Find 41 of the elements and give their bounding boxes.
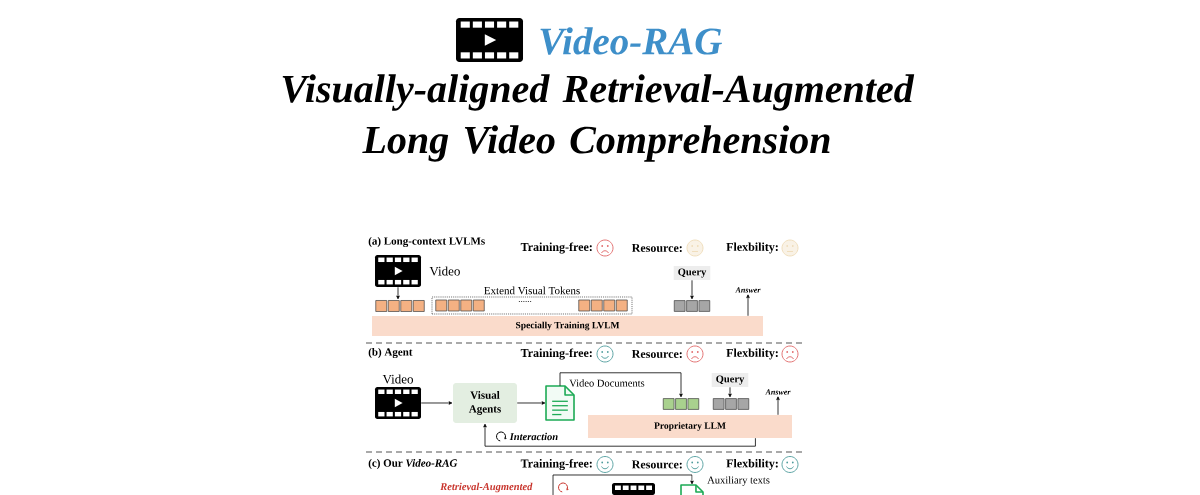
criterion-label: Resource: (631, 244, 682, 252)
arrow (552, 474, 694, 495)
edge-label: Interaction (508, 431, 560, 442)
token-group-box: ...... (431, 296, 633, 315)
video-label: Video (429, 266, 460, 276)
query-box: Query (711, 372, 749, 388)
arrow (776, 396, 780, 416)
answer-label: Answer (765, 389, 791, 395)
arrow (420, 401, 453, 405)
edge-label: Video Documents (568, 378, 646, 388)
criterion-label: Flexbility: (726, 348, 778, 360)
answer-label: Answer (735, 287, 761, 293)
step-label: Retrieval-Augmented (440, 482, 533, 493)
arrow (559, 372, 683, 398)
subtitle: Visually-aligned Retrieval-Augmented Long Video Comprehension (282, 74, 915, 162)
criterion-label: Resource: (631, 460, 682, 469)
document-icon (545, 385, 575, 421)
film-icon (612, 483, 655, 495)
video-label: Video (382, 374, 413, 384)
arrow (746, 294, 750, 317)
title: Video-RAG (540, 27, 722, 55)
criterion-label: Resource: (631, 350, 682, 358)
criterion-label: Training-free: (520, 348, 592, 360)
arrow (690, 279, 694, 300)
arrow (516, 401, 546, 405)
document-icon (680, 484, 704, 495)
group-label: Extend Visual Tokens (484, 286, 580, 295)
arrow (396, 286, 400, 300)
criterion-label: Flexbility: (726, 242, 778, 254)
panel-heading: (b) Agent (368, 347, 413, 359)
arrow (728, 386, 732, 398)
criterion-label: Training-free: (520, 458, 592, 471)
agent-box: Visual Agents (453, 383, 517, 423)
query-box: Query (673, 265, 711, 281)
criterion-label: Flexbility: (726, 459, 778, 470)
model-band: Specially Training LVLM (372, 316, 763, 336)
edge-label: Auxiliary texts (706, 475, 771, 487)
arrow (483, 423, 756, 447)
model-band: Proprietary LLM (588, 415, 792, 438)
criterion-label: Training-free: (520, 242, 592, 254)
panel-heading: (c) Our Video-RAG (368, 459, 458, 469)
